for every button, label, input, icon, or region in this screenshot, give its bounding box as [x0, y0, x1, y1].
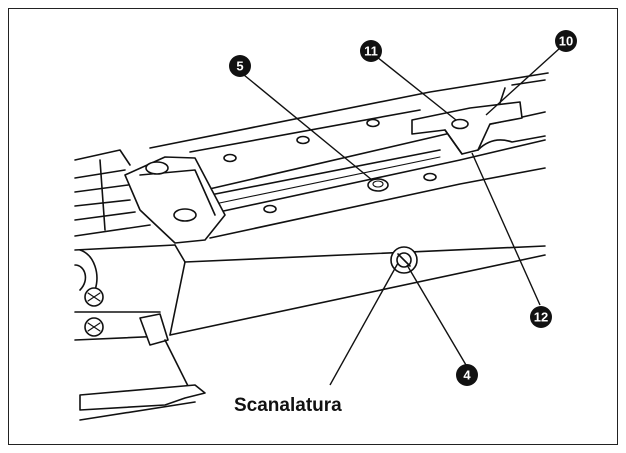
callout-10: 10: [555, 30, 577, 52]
callout-10-text: 10: [559, 34, 573, 49]
groove-label: Scanalatura: [234, 395, 342, 416]
right-block: [411, 79, 546, 155]
callout-5-text: 5: [236, 59, 243, 74]
callout-11-text: 11: [364, 44, 378, 59]
left-mechanism: [74, 149, 176, 346]
left-clamp-block: [124, 156, 226, 244]
callout-5: 5: [229, 55, 251, 77]
callout-12: 12: [530, 306, 552, 328]
leader-lines: [243, 47, 561, 386]
plate-holes: [223, 118, 469, 214]
figure-frame: [8, 8, 618, 445]
lower-cover-plate: [79, 339, 206, 421]
rail-upper-surface: [149, 72, 549, 239]
callout-12-text: 12: [534, 310, 548, 325]
grooved-screw: [390, 246, 418, 274]
callout-4: 4: [456, 364, 478, 386]
callout-11: 11: [360, 40, 382, 62]
callout-4-text: 4: [463, 368, 471, 383]
rail-front-face: [169, 244, 546, 336]
